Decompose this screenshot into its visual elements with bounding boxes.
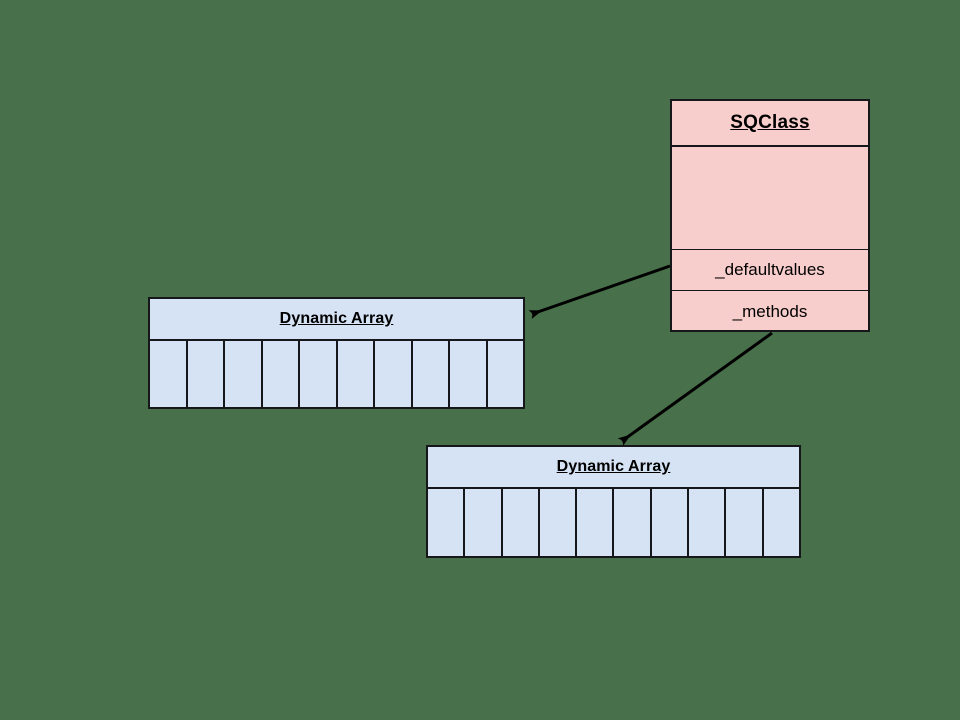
array-cell xyxy=(502,489,540,556)
array-cell xyxy=(577,489,615,556)
array-cell xyxy=(262,341,300,407)
dynamic-array-defaultvalues-cells xyxy=(150,341,523,407)
node-sqclass[interactable]: SQClass _defaultvalues _methods xyxy=(670,99,870,332)
array-cell xyxy=(487,341,523,407)
sqclass-attribute-defaultvalues[interactable]: _defaultvalues xyxy=(672,250,868,291)
array-cell xyxy=(300,341,338,407)
edge-defaultvalues-to-array xyxy=(528,264,671,320)
array-cell xyxy=(763,489,799,556)
array-cell xyxy=(375,341,413,407)
array-cell xyxy=(187,341,225,407)
sqclass-empty-compartment xyxy=(672,147,868,250)
array-cell xyxy=(726,489,764,556)
edge-methods-to-array xyxy=(617,331,773,446)
dynamic-array-methods-cells xyxy=(428,489,799,556)
node-dynamic-array-methods[interactable]: Dynamic Array xyxy=(426,445,801,558)
node-dynamic-array-defaultvalues[interactable]: Dynamic Array xyxy=(148,297,525,409)
array-cell xyxy=(412,341,450,407)
array-cell xyxy=(150,341,188,407)
array-cell xyxy=(465,489,503,556)
array-cell xyxy=(225,341,263,407)
array-cell xyxy=(450,341,488,407)
array-cell xyxy=(651,489,690,556)
array-cell xyxy=(614,489,652,556)
array-cell xyxy=(689,489,727,556)
dynamic-array-defaultvalues-title: Dynamic Array xyxy=(150,299,523,341)
array-cell xyxy=(337,341,375,407)
dynamic-array-methods-title: Dynamic Array xyxy=(428,447,799,489)
sqclass-title: SQClass xyxy=(672,101,868,147)
sqclass-attribute-methods[interactable]: _methods xyxy=(732,301,808,321)
array-cell xyxy=(539,489,578,556)
array-cell xyxy=(428,489,466,556)
